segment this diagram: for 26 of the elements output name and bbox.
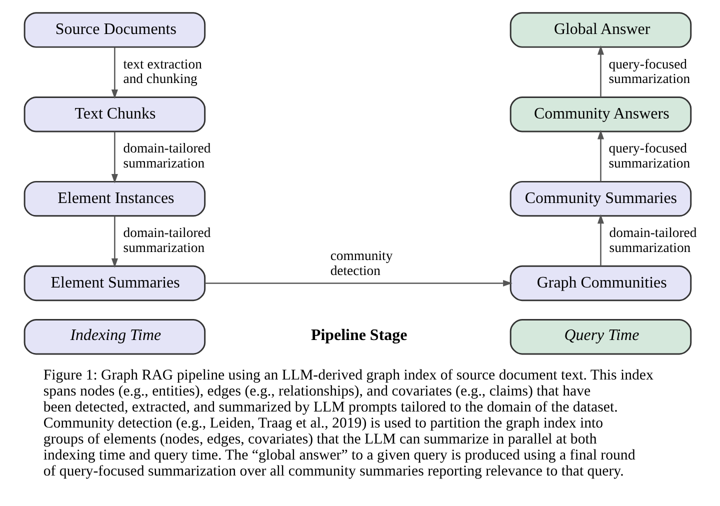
edge-label: query-focused summarization xyxy=(608,140,690,171)
arrow xyxy=(111,132,118,184)
label: Pipeline Stage xyxy=(310,326,408,344)
node-box: Graph Communities xyxy=(510,265,692,302)
caption: Figure 1: Graph RAG pipeline using an LLM-derived graph index of source document text. This index spans nodes (e.g., entities), edges (e.g., relationships), and covariates (e.g., claims) that have been detected, extracted, and summarized by LLM prompts tailored to the domain of the dataset. Community detection (e.g., Leiden, Traag et al., 2019) is used to partition the graph index into groups of elements (nodes, edges, covariates) that the LLM can summarize in parallel at both indexing time and query time. The “global answer” to a given query is produced using a final round of query-focused summarization over all community summaries reporting relevance to that query. xyxy=(43,368,654,480)
node-box: Text Chunks xyxy=(24,96,206,132)
node-box: Global Answer xyxy=(510,12,692,48)
arrow xyxy=(597,214,604,266)
node-box: Query Time xyxy=(510,319,692,355)
node-box: Source Documents xyxy=(24,12,206,48)
node-box: Community Summaries xyxy=(510,180,692,217)
edge-label: domain-tailored summarization xyxy=(123,140,211,171)
arrow xyxy=(204,280,512,287)
edge-label: community detection xyxy=(330,248,393,278)
node-box: Element Summaries xyxy=(24,265,206,302)
node-box: Element Instances xyxy=(24,180,206,217)
arrow xyxy=(111,216,118,268)
edge-label: domain-tailored summarization xyxy=(123,225,211,255)
node-box: Indexing Time xyxy=(24,319,206,355)
node-box: Community Answers xyxy=(510,96,692,132)
arrow xyxy=(597,45,604,98)
edge-label: query-focused summarization xyxy=(608,56,690,86)
arrow xyxy=(111,47,118,99)
arrow xyxy=(597,130,604,182)
edge-label: domain-tailored summarization xyxy=(609,225,697,255)
edge-label: text extraction and chunking xyxy=(123,56,202,86)
